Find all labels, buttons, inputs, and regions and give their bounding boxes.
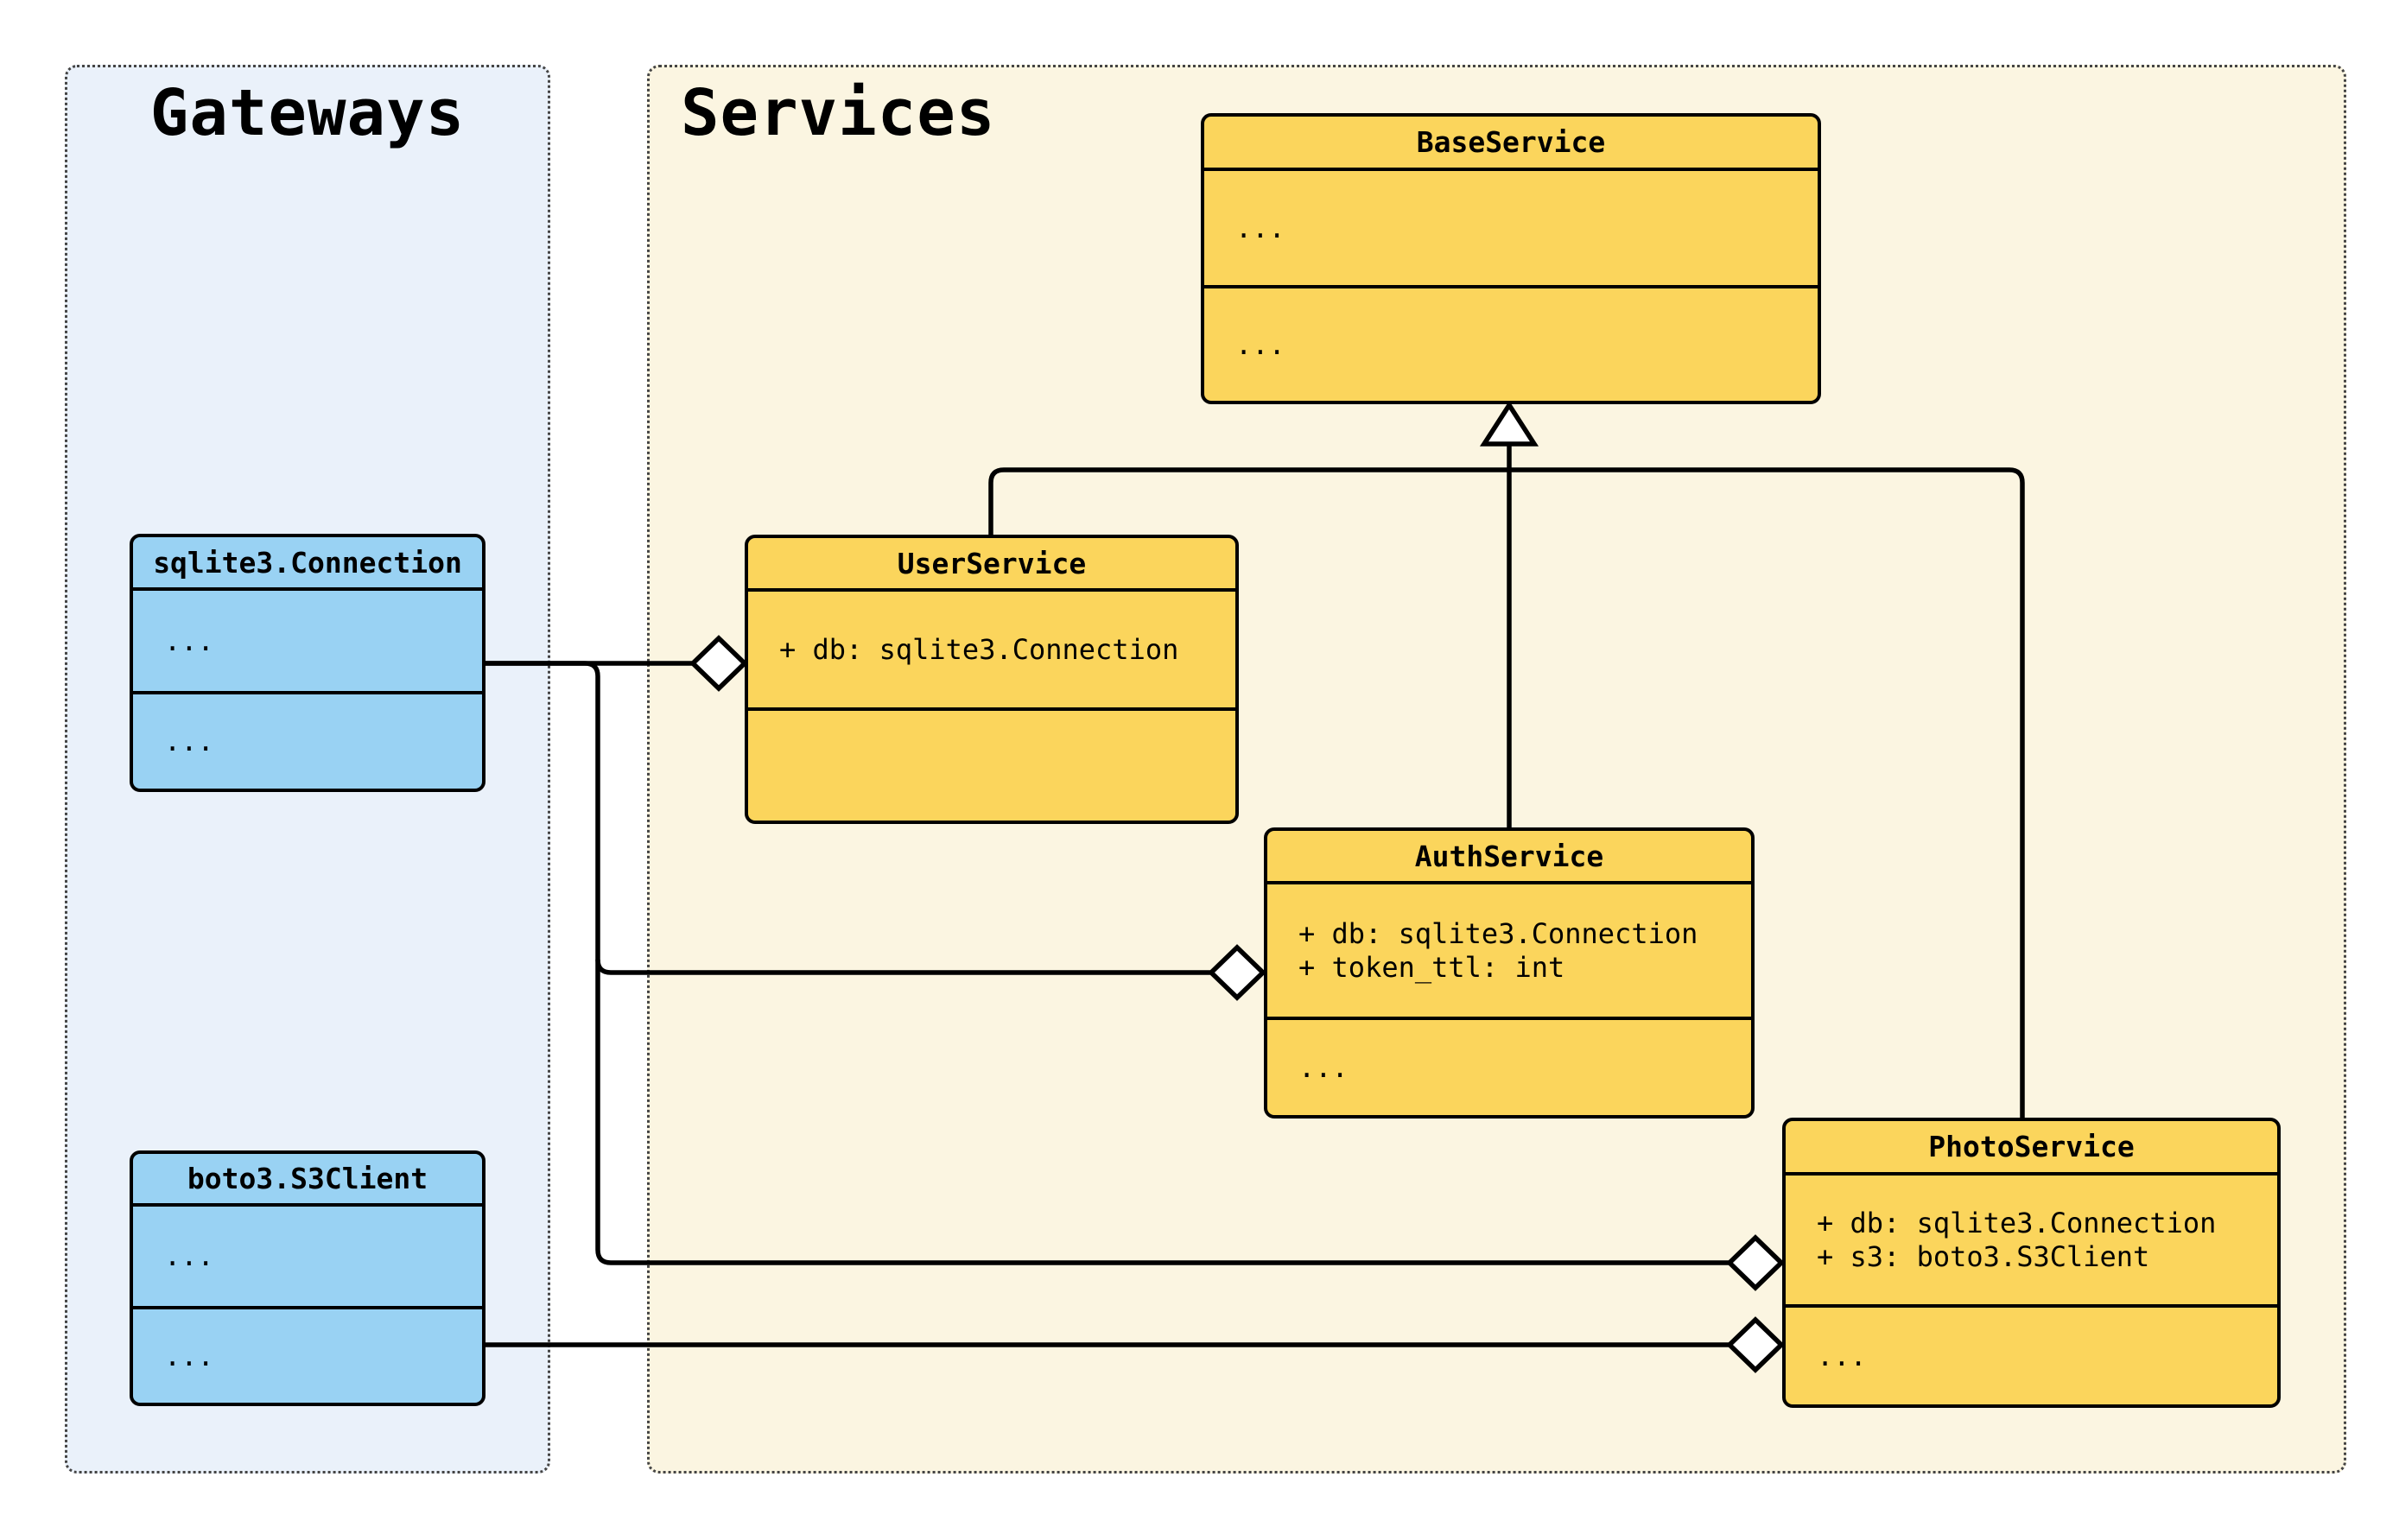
class-attribute: ... xyxy=(164,624,214,657)
class-attribute: + token_ttl: int xyxy=(1298,950,1565,984)
class-attribute: + db: sqlite3.Connection xyxy=(1298,916,1698,950)
class-attribute: + db: sqlite3.Connection xyxy=(779,632,1179,666)
class-box-baseservice: BaseService ... ... xyxy=(1201,113,1821,404)
services-panel-title: Services xyxy=(681,76,996,150)
class-methods-empty xyxy=(748,711,1235,821)
class-method: ... xyxy=(1817,1339,1867,1372)
gateways-panel-title: Gateways xyxy=(149,76,466,150)
class-name: boto3.S3Client xyxy=(133,1154,482,1207)
class-method: ... xyxy=(164,725,214,757)
class-box-authservice: AuthService + db: sqlite3.Connection + t… xyxy=(1264,827,1755,1119)
class-name: PhotoService xyxy=(1786,1121,2277,1176)
class-attribute: ... xyxy=(164,1239,214,1272)
class-box-photoservice: PhotoService + db: sqlite3.Connection + … xyxy=(1782,1118,2281,1408)
class-attribute: ... xyxy=(1235,211,1285,244)
class-box-userservice: UserService + db: sqlite3.Connection xyxy=(745,535,1239,824)
class-attribute: + s3: boto3.S3Client xyxy=(1817,1239,2150,1273)
class-method: ... xyxy=(164,1339,214,1372)
class-attribute: + db: sqlite3.Connection xyxy=(1817,1206,2217,1239)
class-name: AuthService xyxy=(1267,831,1751,884)
class-name: BaseService xyxy=(1204,117,1818,171)
class-name: sqlite3.Connection xyxy=(133,537,482,591)
class-name: UserService xyxy=(748,538,1235,592)
class-box-boto3-s3client: boto3.S3Client ... ... xyxy=(130,1150,486,1406)
class-box-sqlite3-connection: sqlite3.Connection ... ... xyxy=(130,534,486,792)
class-method: ... xyxy=(1298,1050,1349,1084)
class-method: ... xyxy=(1235,327,1285,361)
